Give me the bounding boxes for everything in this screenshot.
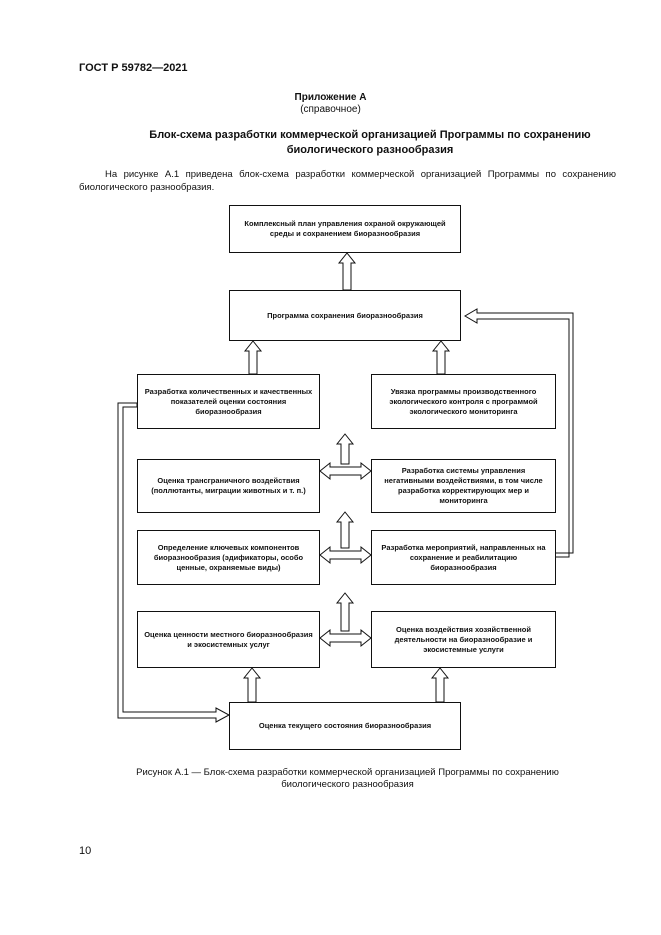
up-arrow-row-3 xyxy=(335,592,355,632)
box-biodiversity-value-text: Оценка ценности местного биоразнообразия… xyxy=(144,629,313,649)
annex-title: Приложение А xyxy=(294,92,367,103)
feedback-connector xyxy=(464,308,574,558)
box-comprehensive-plan: Комплексный план управления охраной окру… xyxy=(229,205,461,253)
box-monitoring-link: Увязка программы производственного эколо… xyxy=(371,374,556,429)
box-biodiversity-value: Оценка ценности местного биоразнообразия… xyxy=(137,611,320,668)
box-measures: Разработка мероприятий, направленных на … xyxy=(371,530,556,585)
up-arrow-row-2 xyxy=(335,511,355,549)
up-arrow-row-1 xyxy=(335,433,355,465)
arrow-indicators-to-program xyxy=(243,340,263,375)
box-transboundary-impact: Оценка трансграничного воздействия (полл… xyxy=(137,459,320,513)
box-current-state: Оценка текущего состояния биоразнообрази… xyxy=(229,702,461,750)
arrow-monitoring-to-program xyxy=(431,340,451,375)
figure-caption-line-2: биологического разнообразия xyxy=(281,779,414,790)
annex-subtitle: (справочное) xyxy=(300,104,361,115)
box-key-components: Определение ключевых компонентов биоразн… xyxy=(137,530,320,585)
box-biodiversity-program-text: Программа сохранения биоразнообразия xyxy=(267,310,423,320)
intro-paragraph: На рисунке А.1 приведена блок-схема разр… xyxy=(79,169,616,193)
box-indicators: Разработка количественных и качественных… xyxy=(137,374,320,429)
double-arrow-row-2 xyxy=(319,545,372,565)
box-management-system-text: Разработка системы управления негативным… xyxy=(384,466,543,505)
figure-caption-line-1: Рисунок А.1 — Блок-схема разработки комм… xyxy=(136,767,559,778)
box-management-system: Разработка системы управления негативным… xyxy=(371,459,556,513)
box-key-components-text: Определение ключевых компонентов биоразн… xyxy=(153,542,304,572)
arrow-current-to-value xyxy=(242,667,262,703)
double-arrow-row-3 xyxy=(319,628,372,648)
box-comprehensive-plan-text: Комплексный план управления охраной окру… xyxy=(244,219,446,238)
box-biodiversity-program: Программа сохранения биоразнообразия xyxy=(229,290,461,341)
box-current-state-text: Оценка текущего состояния биоразнообрази… xyxy=(258,721,432,730)
arrow-current-to-impact xyxy=(430,667,450,703)
box-indicators-text: Разработка количественных и качественных… xyxy=(144,386,313,416)
left-connector xyxy=(117,402,231,723)
box-monitoring-link-text: Увязка программы производственного эколо… xyxy=(389,386,538,416)
box-transboundary-impact-text: Оценка трансграничного воздействия (полл… xyxy=(151,476,306,495)
double-arrow-row-1 xyxy=(319,461,372,481)
standard-number: ГОСТ Р 59782—2021 xyxy=(79,62,188,74)
box-measures-text: Разработка мероприятий, направленных на … xyxy=(381,542,546,572)
box-economic-impact: Оценка воздействия хозяйственной деятель… xyxy=(371,611,556,668)
arrow-program-to-plan xyxy=(337,252,357,291)
page-number: 10 xyxy=(79,845,92,857)
section-heading-line-2: биологического разнообразия xyxy=(286,144,454,156)
section-heading-line-1: Блок-схема разработки коммерческой орган… xyxy=(149,129,591,141)
box-economic-impact-text: Оценка воздействия хозяйственной деятель… xyxy=(394,624,533,654)
